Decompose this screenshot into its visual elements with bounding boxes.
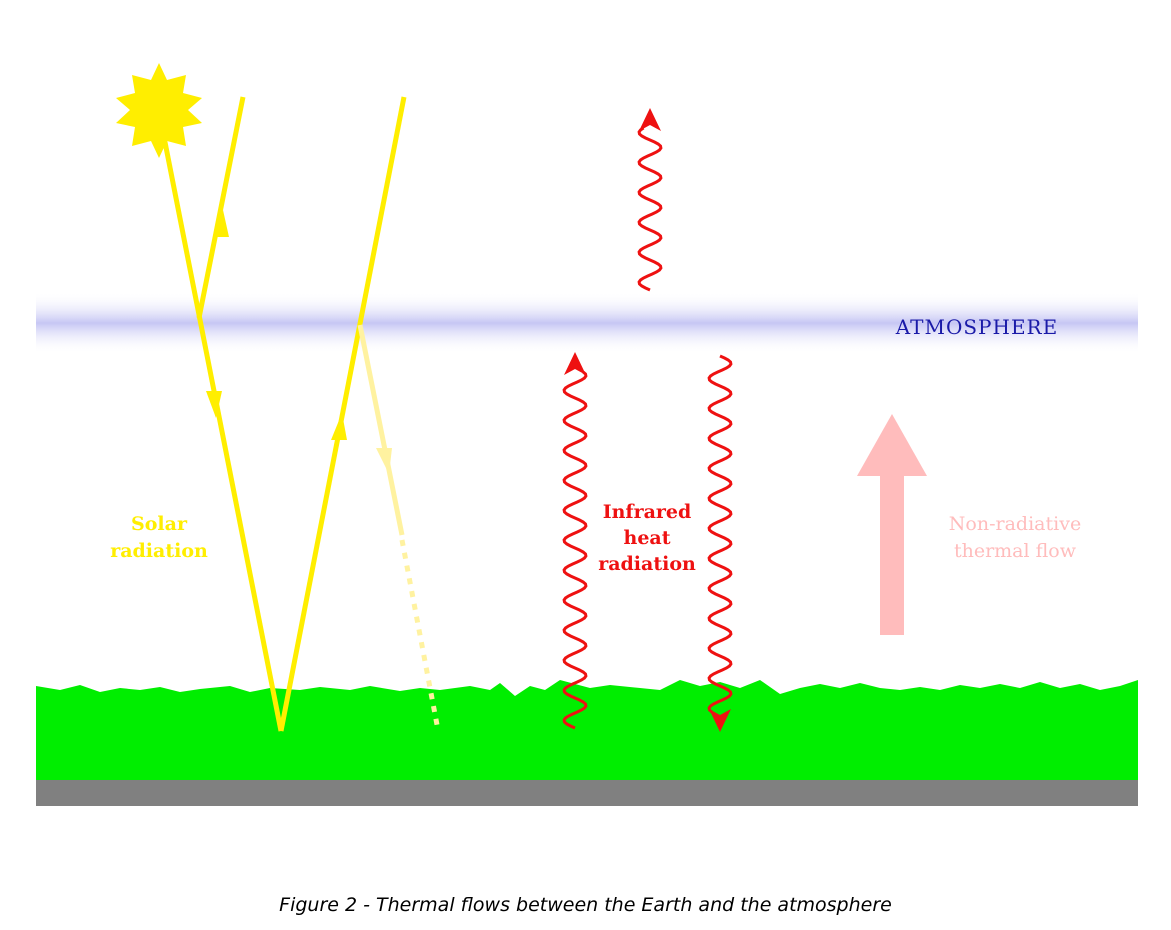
- solar-arrowhead-up: [213, 210, 229, 237]
- up-arrow-icon: [564, 352, 586, 375]
- infrared-label-line3: radiation: [598, 553, 696, 575]
- nonradiative-label-line1: Non-radiative: [949, 513, 1081, 535]
- infrared-wave-up-left: [562, 370, 588, 730]
- down-arrow-icon: [709, 709, 731, 732]
- nonradiative-label-line2: thermal flow: [954, 540, 1077, 562]
- infrared-wave-down-right: [707, 354, 733, 714]
- atmosphere-label: ATMOSPHERE: [895, 315, 1058, 339]
- solar-arrowhead-down: [206, 391, 222, 418]
- infrared-label-line2: heat: [624, 527, 671, 549]
- solar-label-line2: radiation: [110, 540, 208, 562]
- thermal-flow-arrow: [857, 414, 927, 635]
- solar-arrowhead-up-2: [331, 413, 347, 440]
- thermal-flow-diagram: ATMOSPHERE Solar radiation Infrared heat: [36, 63, 1138, 806]
- solar-arrowhead-faded: [376, 448, 392, 474]
- atmosphere-band: [36, 292, 1138, 354]
- solar-rays: [160, 96, 441, 732]
- ground-layer: [36, 680, 1138, 780]
- up-arrow-icon: [639, 108, 661, 131]
- infrared-wave-top: [637, 126, 663, 292]
- infrared-label-line1: Infrared: [603, 501, 692, 523]
- sun-icon: [116, 63, 202, 158]
- infrared-waves: [562, 108, 733, 732]
- bedrock-layer: [36, 780, 1138, 806]
- solar-label-line1: Solar: [131, 513, 188, 535]
- figure-caption: Figure 2 - Thermal flows between the Ear…: [279, 894, 892, 916]
